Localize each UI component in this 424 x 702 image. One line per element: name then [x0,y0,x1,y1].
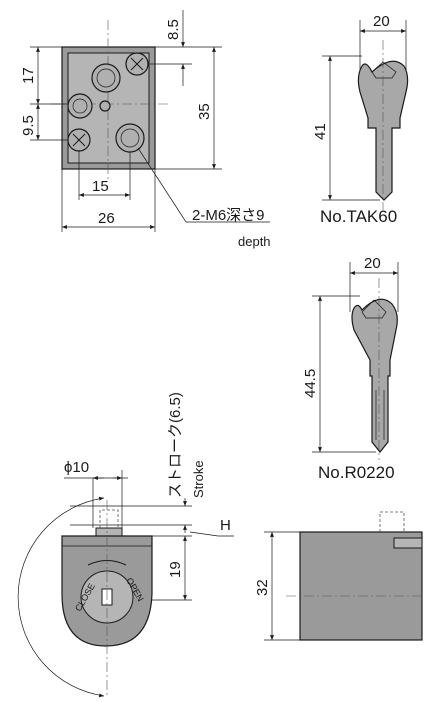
threaded-hole-upper [91,63,121,93]
threaded-hole-left [67,93,93,119]
dim-26: 26 [98,210,115,227]
diameter-label: ϕ10 [64,459,89,476]
swing-arc [17,496,105,698]
key-r0220-part-no: No.R0220 [318,463,395,482]
dim-17: 17 [20,67,37,84]
key-r0220-dim-length: 44.5 [302,369,319,398]
dim-35: 35 [196,103,213,120]
key-tak60: 20 41 No.TAK60 [312,13,409,226]
x-mark-upper-right [125,52,149,76]
latch-bolt [95,527,123,537]
dim-19: 19 [167,561,184,578]
key-tak60-dim-width: 20 [373,13,390,30]
top-view: 8.5 35 17 9.5 15 26 2-M6深さ9 depth [20,10,271,249]
key-tak60-part-no: No.TAK60 [320,207,397,226]
x-mark-lower-left [67,128,91,152]
dim-8-5: 8.5 [165,19,182,40]
dim-32: 32 [254,579,271,596]
front-view: ストローク(6.5) Stroke ϕ10 CLOSE OPEN 19 [17,392,234,698]
key-r0220-shape [351,298,398,453]
stroke-label-en: Stroke [191,460,206,498]
key-r0220: 20 44.5 No.R0220 [302,255,399,482]
dim-9-5: 9.5 [20,115,37,136]
stroke-label-jp: ストローク(6.5) [167,392,184,498]
thread-note-jp: 2-M6深さ9 [192,207,265,224]
marker-h: H [220,517,231,534]
key-r0220-dim-width: 20 [364,255,381,272]
small-pin-hole [99,100,111,112]
dim-15: 15 [92,178,109,195]
threaded-hole-lower [115,123,145,153]
key-tak60-dim-length: 41 [312,123,329,140]
side-view-body [299,531,423,641]
thread-note-en: depth [238,234,271,249]
side-view: 32 [254,511,424,641]
